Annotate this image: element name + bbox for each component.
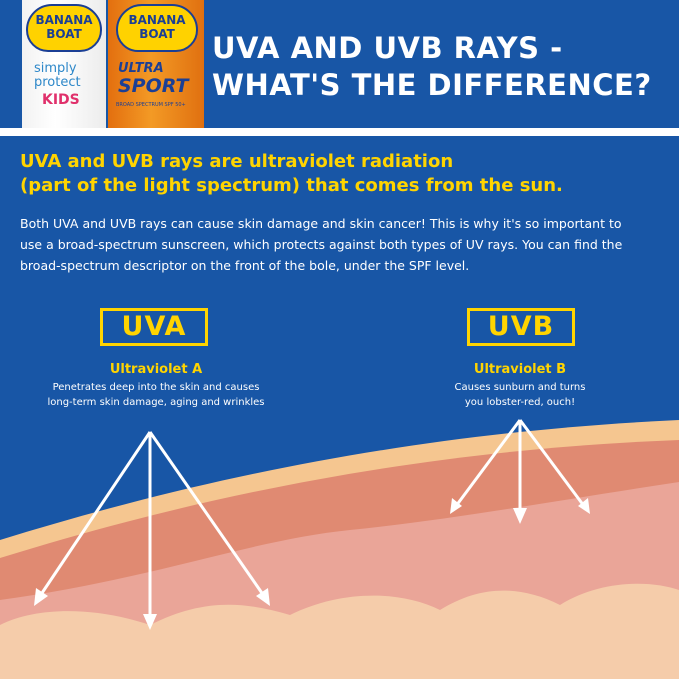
logo-text-line2: BOAT [139,27,175,41]
logo-text-line1: BANANA [35,13,93,27]
headline-line-1: UVA and UVB rays are ultraviolet radiati… [20,151,454,172]
logo-text-line2: BOAT [46,27,82,41]
uvb-arrow-center-head [513,508,527,524]
uvb-description: Causes sunburn and turns you lobster-red… [410,380,630,410]
uvb-desc-line-2: you lobster-red, ouch! [464,397,576,408]
kids-sunscreen-bottle: BANANA BOAT simply protect KIDS [22,0,106,128]
kids-product-line1: simply [34,61,77,76]
skin-deep-layer [0,583,679,679]
uvb-arrow-right [518,419,586,507]
page-title: UVA AND UVB RAYS - WHAT'S THE DIFFERENCE… [212,30,672,104]
title-line-1: UVA AND UVB RAYS - [212,31,563,65]
uva-arrows [34,431,270,630]
uvb-arrow-left-head [450,498,462,514]
uva-arrow-right-head [256,588,270,606]
uva-name: Ultraviolet A [109,362,203,377]
body-line-1: Both UVA and UVB rays can cause skin dam… [20,216,622,231]
sport-sunscreen-bottle: BANANA BOAT ULTRA SPORT BROAD SPECTRUM S… [108,0,204,128]
banana-boat-logo: BANANA BOAT [26,4,102,52]
headline-line-2: (part of the light spectrum) that comes … [20,175,563,196]
uvb-desc-line-1: Causes sunburn and turns [454,382,586,393]
sport-product-line3: BROAD SPECTRUM SPF 50+ [116,102,186,108]
uva-description: Penetrates deep into the skin and causes… [16,380,296,410]
logo-text-line1: BANANA [128,13,186,27]
intro-body: Both UVA and UVB rays can cause skin dam… [20,213,670,276]
uvb-label-box: UVB [467,308,575,346]
uvb-arrow-right-head [578,498,590,514]
uva-arrow-left [38,431,152,597]
kids-product-line3: KIDS [42,92,80,108]
uva-arrow-right [148,431,266,597]
uva-desc-line-1: Penetrates deep into the skin and causes [52,382,260,393]
title-line-2: WHAT'S THE DIFFERENCE? [212,68,652,102]
sport-product-line2: SPORT [118,75,189,97]
header-divider [0,128,679,136]
uva-arrow-center-head [143,614,157,630]
sport-product-line1: ULTRA [118,61,164,76]
header-banner: BANANA BOAT simply protect KIDS BANANA B… [0,0,679,128]
uva-label-box: UVA [100,308,208,346]
body-line-3: broad-spectrum descriptor on the front o… [20,258,470,273]
uvb-arrow-left [454,419,522,507]
kids-product-line2: protect [34,75,81,90]
uvb-arrows [450,419,590,524]
banana-boat-logo: BANANA BOAT [116,4,198,52]
body-line-2: use a broad-spectrum sunscreen, which pr… [20,237,623,252]
uva-desc-line-2: long-term skin damage, aging and wrinkle… [47,397,265,408]
uva-arrow-left-head [34,588,48,606]
uvb-name: Ultraviolet B [473,362,567,377]
intro-headline: UVA and UVB rays are ultraviolet radiati… [20,150,670,198]
